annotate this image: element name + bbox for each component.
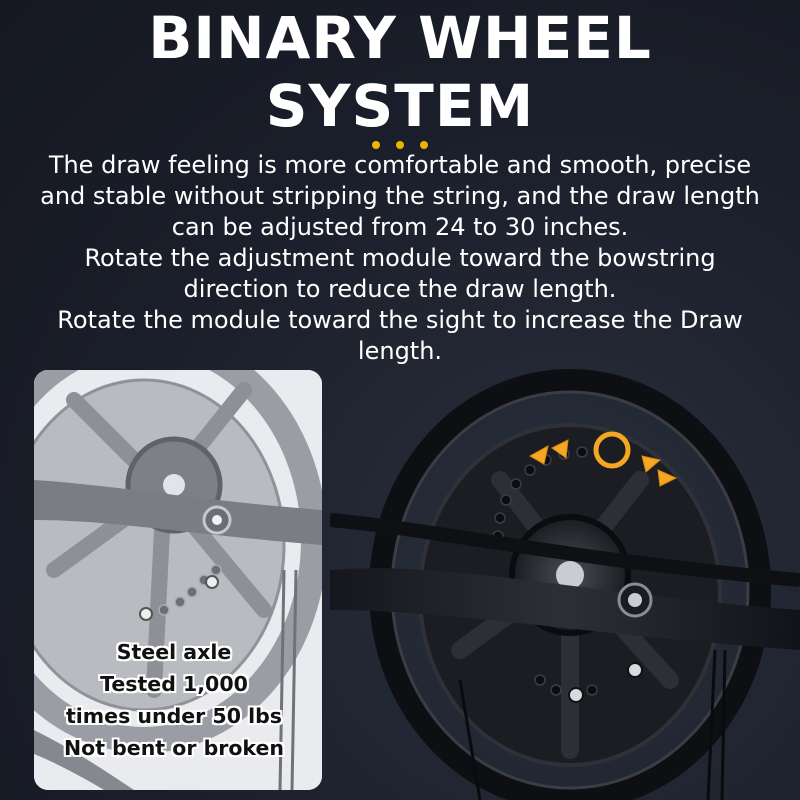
decoration-dot xyxy=(420,141,428,149)
title-line-2: SYSTEM xyxy=(265,72,535,140)
description-line-1: The draw feeling is more comfortable and… xyxy=(48,151,752,179)
inset-caption-line-3: times under 50 lbs xyxy=(65,704,282,728)
description-line-5: direction to reduce the draw length. xyxy=(183,275,617,303)
inset-caption: Steel axle Tested 1,000 times under 50 l… xyxy=(56,636,292,764)
cam-wheel-illustration xyxy=(330,369,800,800)
inset-panel xyxy=(34,370,322,790)
page-title: BINARY WHEEL SYSTEM xyxy=(0,4,800,140)
description-line-2: and stable without stripping the string,… xyxy=(40,182,760,210)
decoration-dot xyxy=(372,141,380,149)
description-line-3: can be adjusted from 24 to 30 inches. xyxy=(171,213,629,241)
description: The draw feeling is more comfortable and… xyxy=(0,150,800,367)
inset-caption-line-2: Tested 1,000 xyxy=(100,672,248,696)
description-line-4: Rotate the adjustment module toward the … xyxy=(84,244,716,272)
inset-wheel-illustration xyxy=(34,370,322,790)
title-line-1: BINARY WHEEL xyxy=(148,4,652,72)
title-decoration-dots xyxy=(372,141,428,151)
inset-caption-line-4: Not bent or broken xyxy=(63,736,285,760)
decoration-dot xyxy=(396,141,404,149)
description-line-7: length. xyxy=(357,337,443,365)
description-line-6: Rotate the module toward the sight to in… xyxy=(57,306,743,334)
inset-caption-line-1: Steel axle xyxy=(116,640,232,664)
